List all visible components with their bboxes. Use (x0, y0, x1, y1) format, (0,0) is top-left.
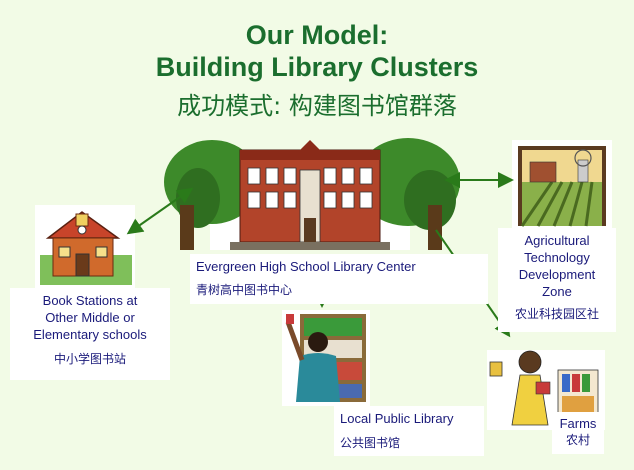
center-node-en: Evergreen High School Library Center (196, 259, 416, 274)
farms-node-label: Farms 农村 (552, 412, 604, 454)
agri-node-zh: 农业科技园区社 (514, 307, 599, 321)
connector-center-schools (126, 187, 194, 235)
title-line-3: 成功模式: 构建图书馆群落 (177, 92, 457, 120)
library-building-illustration (164, 138, 460, 250)
farms-node-zh: 农村 (565, 433, 590, 447)
agri-node-en-3: Development (518, 267, 596, 282)
agri-node-en-1: Agricultural (524, 233, 590, 248)
farms-node-en: Farms (559, 416, 597, 431)
schoolhouse-illustration (35, 205, 135, 290)
title-line-1: Our Model: (245, 20, 389, 50)
farmer-illustration (487, 350, 605, 430)
schools-node-en-2: Other Middle or (45, 310, 135, 325)
agri-node-en-4: Zone (542, 284, 572, 299)
agri-node-label: Agricultural Technology Development Zone… (498, 228, 616, 332)
public-node-label: Local Public Library 公共图书馆 (334, 406, 484, 456)
title-line-2: Building Library Clusters (155, 52, 479, 82)
schools-node-zh: 中小学图书站 (53, 352, 126, 366)
farmland-illustration (512, 140, 612, 232)
agri-node-en-2: Technology (524, 250, 590, 265)
public-node-zh: 公共图书馆 (340, 436, 401, 450)
center-node-zh: 青树高中图书中心 (196, 283, 293, 297)
public-node-en: Local Public Library (340, 411, 454, 426)
schools-node-en-3: Elementary schools (33, 327, 147, 342)
center-node-label: Evergreen High School Library Center 青树高… (190, 254, 488, 304)
schools-node-label: Book Stations at Other Middle or Element… (10, 288, 170, 380)
reader-illustration (282, 310, 370, 406)
schools-node-en-1: Book Stations at (42, 293, 138, 308)
